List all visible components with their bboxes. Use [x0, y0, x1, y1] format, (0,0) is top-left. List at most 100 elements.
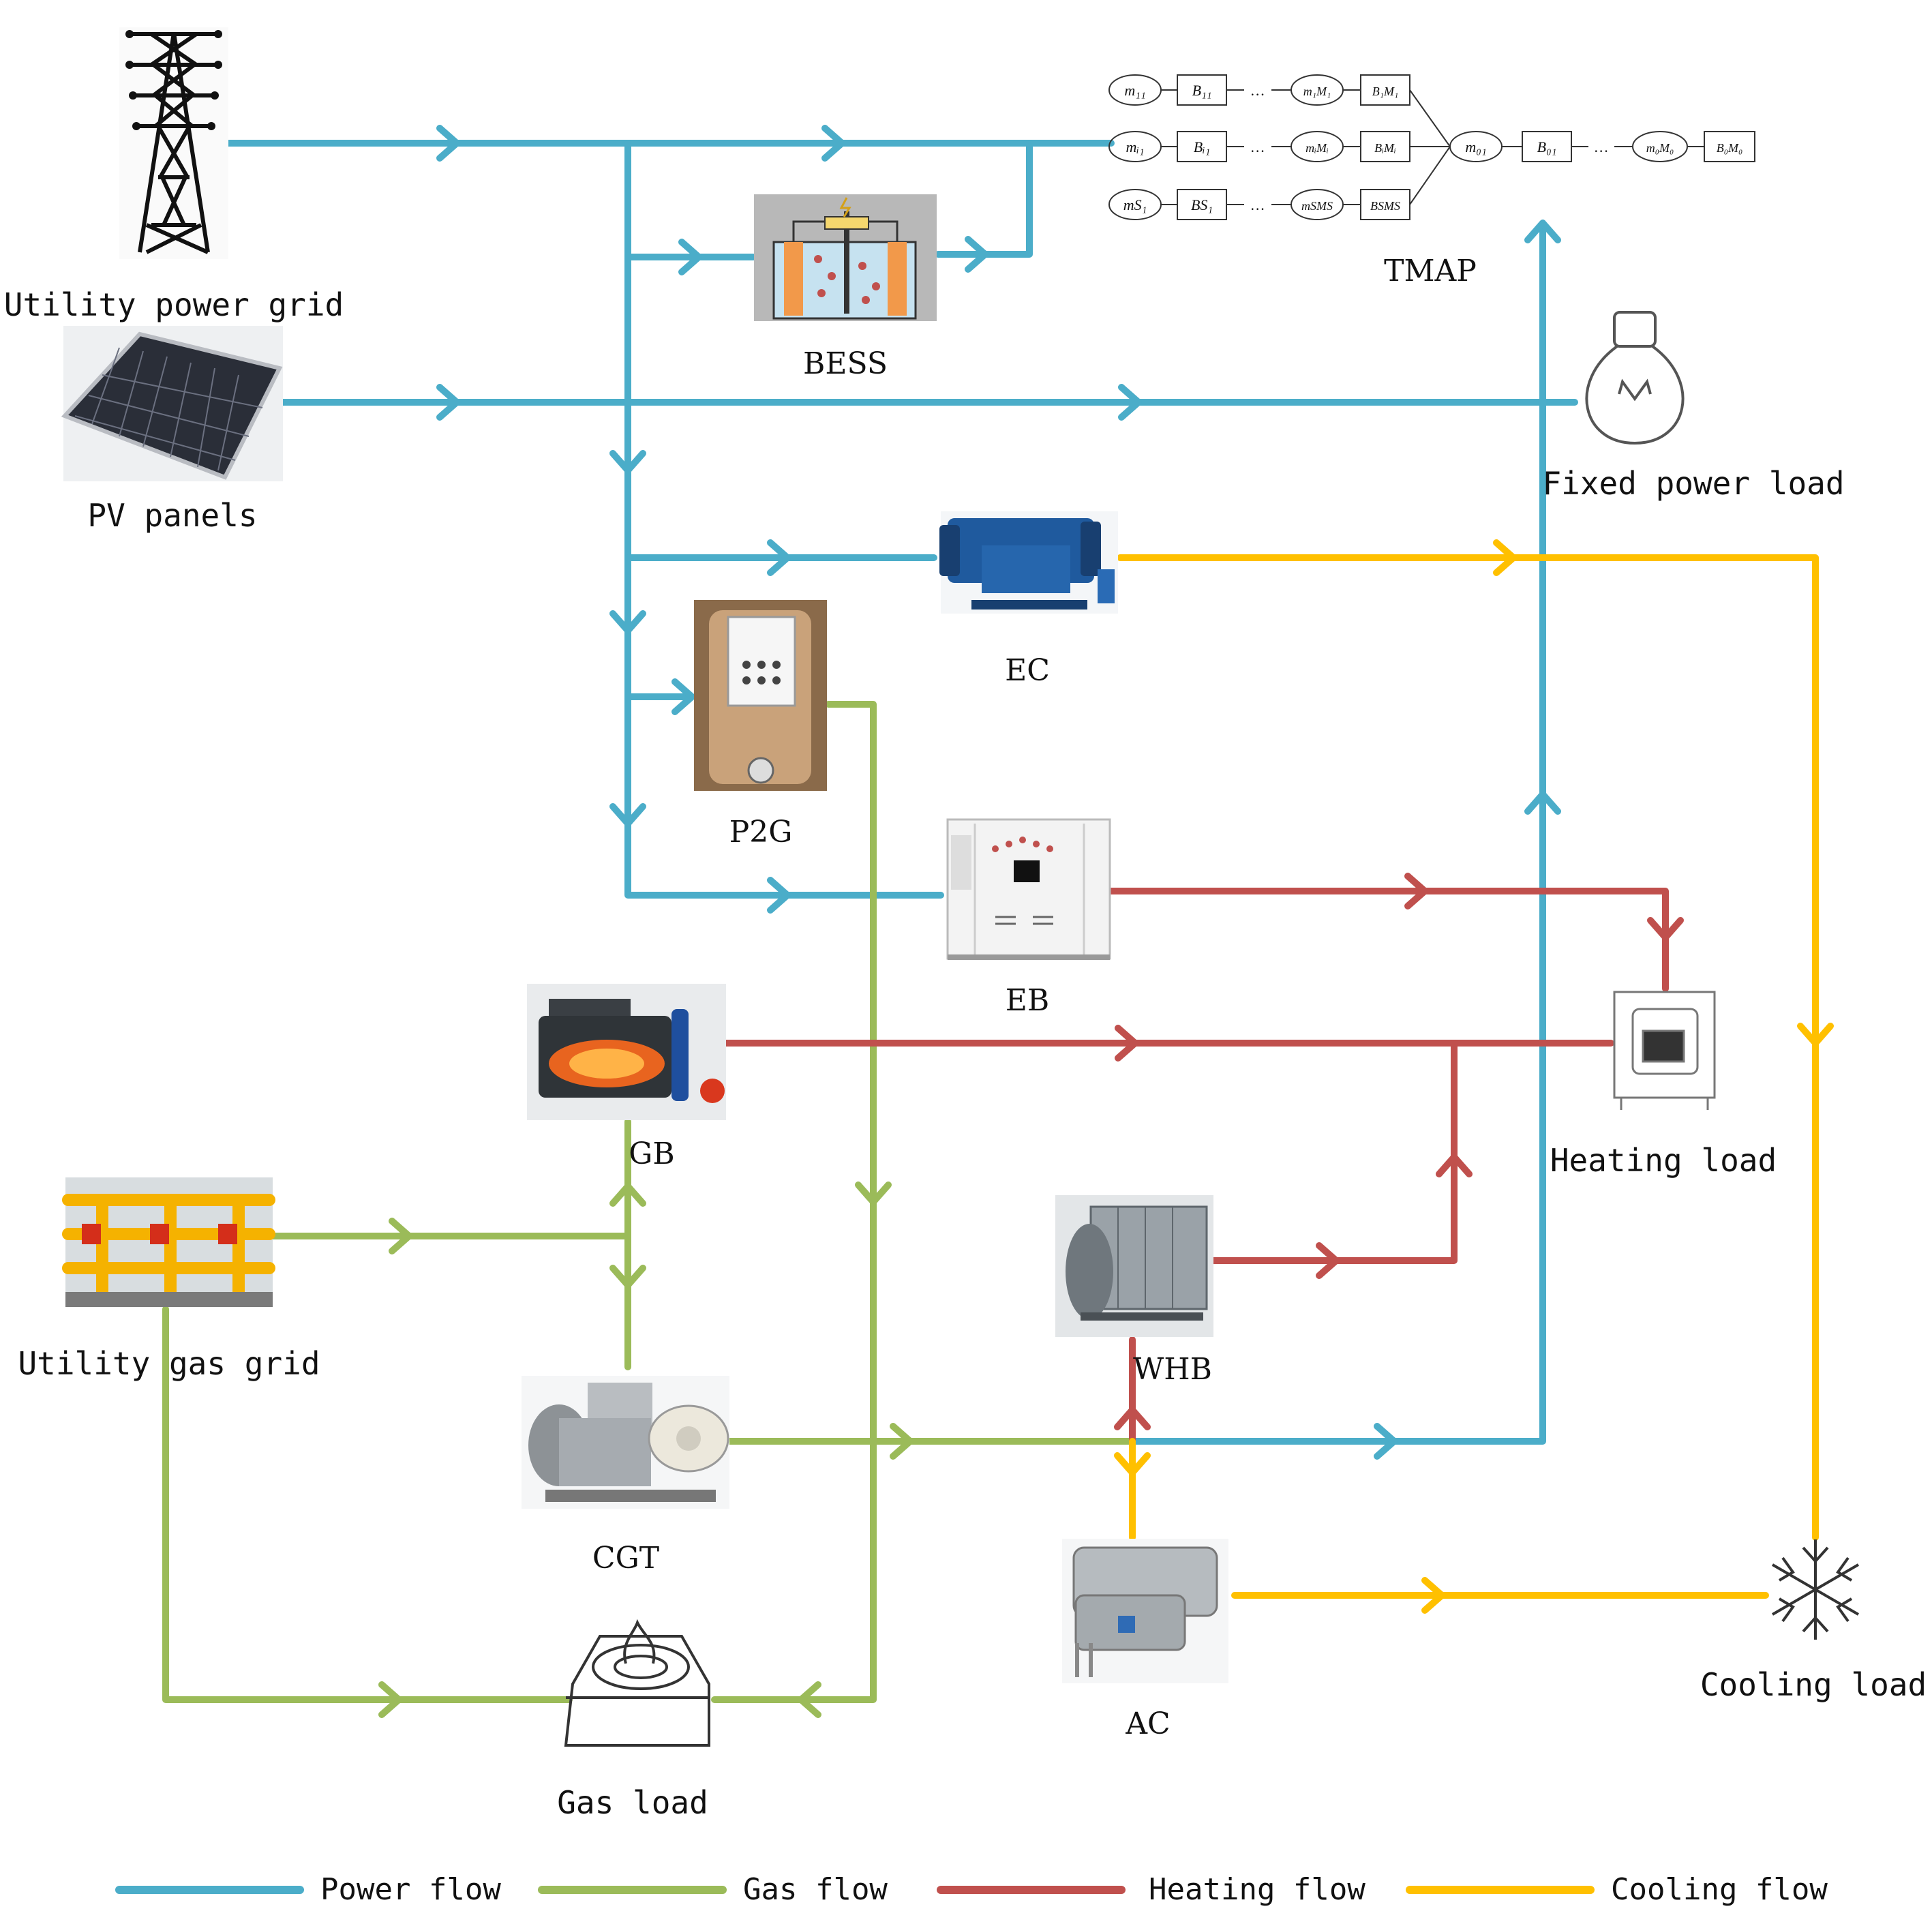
tmap-node: m₁M₁ [1303, 85, 1331, 98]
label-p2g: P2G [729, 815, 793, 849]
arrowhead [609, 1265, 646, 1289]
legend-item-heating: Heating flow [937, 1872, 1365, 1907]
tmap-node: Bᵢ₁ [1194, 138, 1211, 155]
heater-icon [1613, 991, 1716, 1110]
absorption-chiller-icon [1062, 1539, 1228, 1683]
gas-pipeline-icon [62, 1177, 275, 1307]
tmap-diagram [1108, 74, 1755, 220]
arrowhead [855, 1182, 892, 1205]
arrowhead [1493, 539, 1517, 576]
solar-panel-icon [61, 326, 283, 481]
power-flow-lines [222, 140, 1578, 1445]
waste-heat-boiler-icon [1055, 1195, 1213, 1337]
battery-storage-icon [754, 194, 937, 321]
label-utility-gas-grid: Utility gas grid [18, 1345, 320, 1382]
label-whb: WHB [1133, 1352, 1212, 1387]
gas-arrowheads [378, 1182, 914, 1718]
gas-stove-icon [564, 1619, 710, 1747]
legend-label: Cooling flow [1611, 1872, 1828, 1907]
arrowhead [436, 125, 460, 162]
arrowhead [1647, 917, 1684, 941]
label-ec: EC [1005, 653, 1050, 688]
tmap-row-1 [1108, 74, 1410, 106]
label-eb: EB [1006, 983, 1049, 1018]
arrowhead [798, 1681, 821, 1718]
electric-chiller-icon [939, 511, 1118, 614]
light-bulb-icon [1585, 311, 1685, 445]
tmap-node: B₁M₁ [1372, 85, 1399, 98]
tmap-ellipsis: … [1251, 82, 1265, 99]
label-ac: AC [1125, 1706, 1170, 1741]
arrowhead [1114, 1406, 1151, 1430]
tmap-node-labels: m₁₁ B₁₁ … m₁M₁ B₁M₁ mᵢ₁ Bᵢ₁ … mᵢMᵢ BᵢMᵢ … [1123, 82, 1743, 213]
label-gas-load: Gas load [557, 1784, 708, 1821]
arrowhead [609, 1183, 646, 1207]
label-tmap: TMAP [1384, 254, 1477, 288]
arrowhead [609, 610, 646, 634]
arrowhead [1115, 1025, 1138, 1062]
arrowhead [1374, 1423, 1398, 1460]
snowflake-icon [1771, 1539, 1860, 1640]
arrowhead [678, 239, 702, 275]
label-fixed-power-load: Fixed power load [1542, 465, 1844, 502]
heating-arrowheads [1114, 873, 1684, 1430]
arrowhead [1524, 791, 1561, 815]
tmap-ellipsis: … [1595, 138, 1608, 155]
arrowhead [1421, 1577, 1445, 1614]
label-heating-load: Heating load [1550, 1142, 1777, 1179]
label-bess: BESS [803, 346, 888, 381]
arrowhead [378, 1681, 402, 1718]
arrowhead [1524, 220, 1561, 243]
arrowhead [767, 539, 791, 576]
arrowhead [609, 450, 646, 474]
tmap-node: B₀M₀ [1717, 141, 1743, 155]
tmap-node: mᵢ₁ [1126, 138, 1144, 155]
tmap-node: BᵢMᵢ [1374, 141, 1396, 155]
power-to-gas-icon [694, 600, 827, 791]
label-pv-panels: PV panels [87, 497, 257, 534]
arrowhead [1114, 1452, 1151, 1476]
tmap-row-i [1108, 131, 1410, 162]
arrowhead [1404, 873, 1428, 909]
transmission-tower-icon [119, 27, 228, 259]
legend-label: Power flow [320, 1872, 501, 1907]
arrowhead [436, 384, 460, 421]
tmap-node: m₀M₀ [1646, 141, 1674, 155]
tmap-node: mᵢMᵢ [1305, 141, 1329, 155]
tmap-node: m₁₁ [1124, 82, 1145, 99]
legend-item-power: Power flow [115, 1872, 501, 1907]
legend-label: Gas flow [743, 1872, 888, 1907]
gas-turbine-icon [522, 1376, 729, 1509]
tmap-ellipsis: … [1251, 138, 1265, 155]
arrowhead [389, 1218, 412, 1254]
label-gb: GB [629, 1137, 674, 1171]
tmap-ellipsis: … [1251, 196, 1265, 213]
tmap-node: mSMS [1301, 199, 1333, 213]
label-utility-power-grid: Utility power grid [4, 286, 344, 323]
arrowhead [1797, 1023, 1834, 1047]
arrowhead [821, 125, 845, 162]
label-cooling-load: Cooling load [1700, 1666, 1927, 1703]
cooling-arrowheads [1114, 539, 1834, 1614]
arrowhead [671, 678, 695, 715]
legend: Power flow Gas flow Heating flow Cooling… [115, 1872, 1828, 1907]
arrowhead [1436, 1154, 1473, 1177]
arrowhead [1118, 384, 1142, 421]
legend-label: Heating flow [1149, 1872, 1365, 1907]
tmap-node: m₀₁ [1465, 138, 1486, 155]
tmap-node: BSMS [1370, 199, 1400, 213]
tmap-row-out [1449, 131, 1755, 162]
arrowhead [609, 803, 646, 827]
tmap-node: mS₁ [1123, 196, 1147, 213]
gas-boiler-icon [527, 984, 726, 1120]
heating-flow-lines [721, 888, 1669, 1445]
tmap-node: B₀₁ [1537, 138, 1557, 155]
arrowhead [890, 1423, 914, 1460]
arrowhead [1316, 1242, 1340, 1279]
tmap-node: B₁₁ [1192, 82, 1212, 99]
power-arrowheads [436, 125, 1561, 1460]
arrowhead [965, 236, 988, 273]
legend-item-gas: Gas flow [538, 1872, 888, 1907]
component-labels: Utility power grid PV panels BESS TMAP F… [4, 254, 1927, 1821]
